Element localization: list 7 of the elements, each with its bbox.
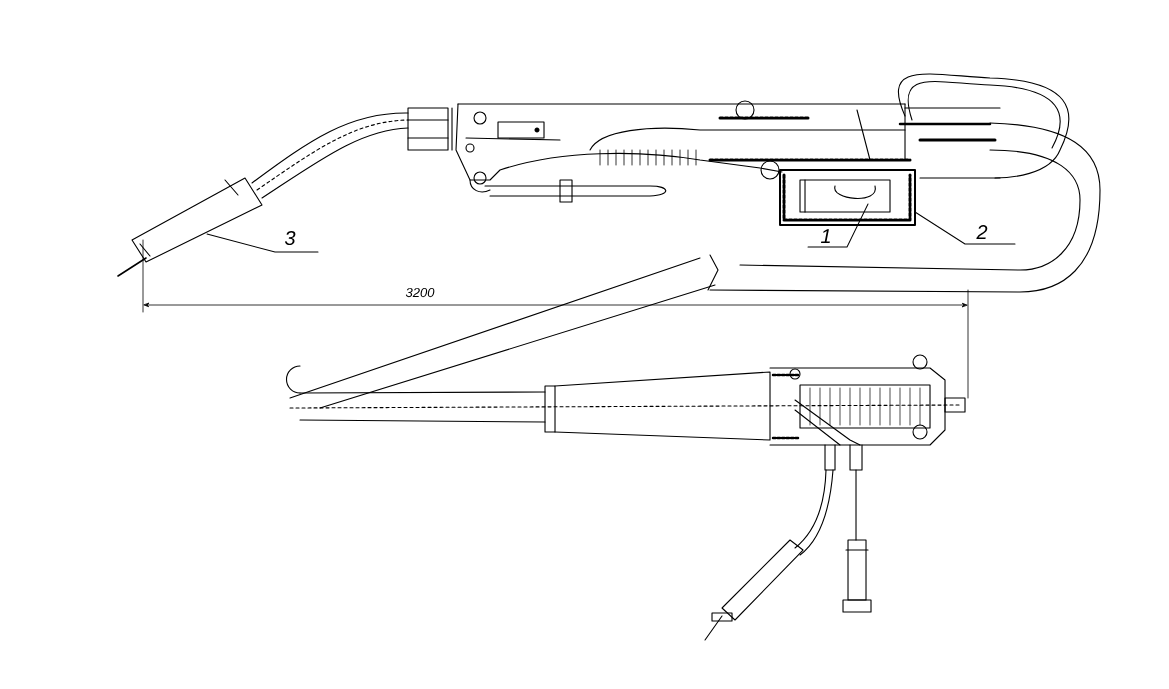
leader-line bbox=[807, 203, 869, 248]
callout-number: 1 bbox=[820, 229, 830, 243]
leader-line bbox=[914, 211, 1016, 245]
callout-number: 2 bbox=[976, 225, 988, 239]
dimension-label: 3200 bbox=[405, 287, 435, 298]
leader-line bbox=[206, 233, 319, 253]
callout-number: 3 bbox=[284, 230, 296, 246]
